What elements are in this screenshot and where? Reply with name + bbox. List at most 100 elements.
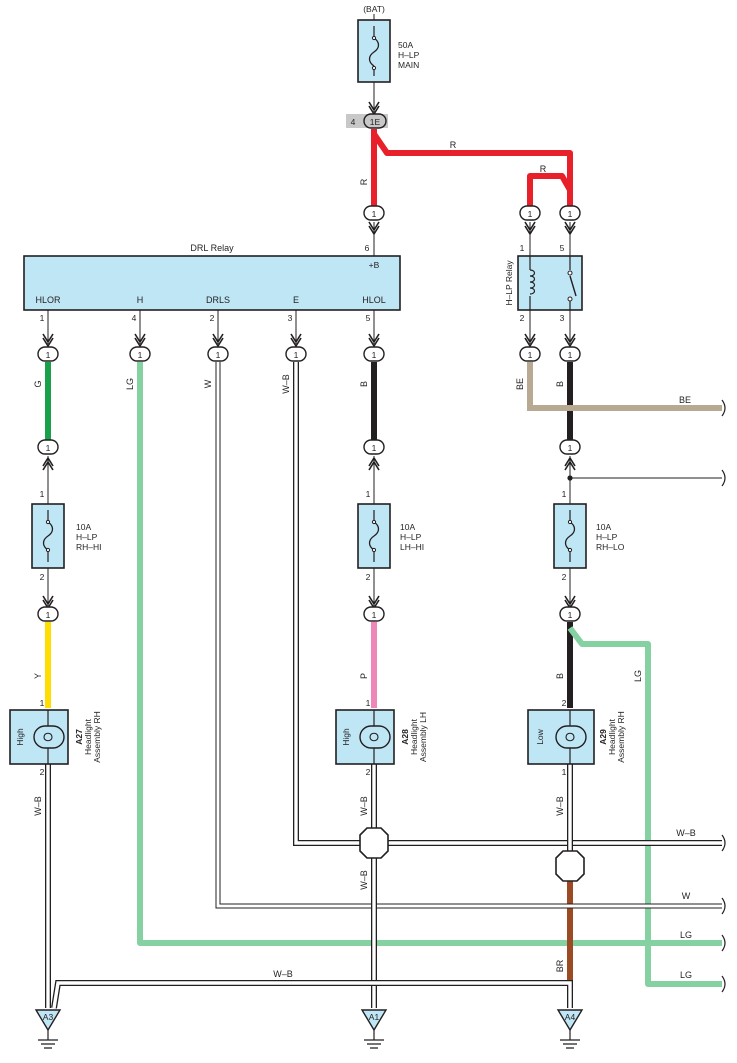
wire-beige: [527, 362, 722, 411]
junction-id: 1E: [370, 117, 381, 127]
headlight-a27-code: A27: [74, 729, 84, 745]
headlight-a29: 2 Low 1 A29 Headlight Assembly RH: [527, 698, 626, 777]
fuse-lh-hi: 1 10A H–LP LH–HI 2: [357, 489, 424, 582]
wire-label-wb-a28: W–B: [359, 796, 369, 816]
svg-text:1: 1: [528, 350, 533, 360]
fuse-rh-hi-rating: 10A: [76, 522, 91, 532]
wire-label-y: Y: [33, 673, 43, 679]
headlight-a27-line2: Assembly RH: [92, 711, 102, 762]
svg-text:1: 1: [372, 443, 377, 453]
drl-pin-1: 1: [40, 313, 45, 323]
svg-text:1: 1: [562, 767, 567, 777]
headlight-a27-mode: High: [15, 728, 25, 746]
drl-terminal-drls: DRLS: [206, 295, 230, 305]
svg-text:1: 1: [568, 350, 573, 360]
fuse-rh-hi-line1: H–LP: [76, 532, 98, 542]
wire-label-lg-left: LG: [125, 378, 135, 390]
svg-text:2: 2: [40, 572, 45, 582]
fuse-rh-hi: 1 10A H–LP RH–HI 2: [31, 489, 102, 582]
fuse-rh-lo-line2: RH–LO: [596, 542, 625, 552]
hlp-relay-pin-tl: 1: [520, 243, 525, 253]
fuse-lh-hi-line1: H–LP: [400, 532, 422, 542]
splice-octagon-lh: [359, 827, 389, 859]
wire-label-wb-bottom: W–B: [273, 969, 293, 979]
headlight-a29-line1: Headlight: [607, 718, 617, 755]
wire-label-r-top: R: [450, 140, 457, 150]
hlp-relay-pin-bl: 2: [520, 313, 525, 323]
wire-label-lg-right-1: LG: [680, 930, 692, 940]
fuse-rh-lo-rating: 10A: [596, 522, 611, 532]
arrow-terminals-600: [42, 595, 576, 610]
drl-relay-supply-pin: 6: [365, 243, 370, 253]
drl-pin-2: 2: [210, 313, 215, 323]
ground-a1: A1: [360, 1009, 388, 1049]
connector-row-344: 1 1 1 1 1 1 1: [37, 346, 581, 362]
hlp-relay-pin-tr: 5: [560, 243, 565, 253]
headlight-a28: 1 High 2 A28 Headlight Assembly LH: [335, 698, 428, 777]
wire-label-g: G: [33, 380, 43, 387]
hlp-relay-pin-br: 3: [560, 313, 565, 323]
fuse-rh-hi-line2: RH–HI: [76, 542, 102, 552]
connector: 1: [363, 205, 385, 236]
hlp-relay-title: H–LP Relay: [504, 260, 514, 306]
svg-text:1: 1: [46, 350, 51, 360]
drl-terminal-h: H: [137, 295, 144, 305]
svg-text:2: 2: [366, 767, 371, 777]
connector-row-606: 1 1 1: [37, 606, 581, 622]
wire-label-b-relay: B: [555, 381, 565, 387]
drl-relay-supply-label: +B: [369, 260, 380, 270]
ground-a4-label: A4: [565, 1012, 576, 1022]
svg-text:1: 1: [568, 610, 573, 620]
wire-label-wb-a29: W–B: [555, 796, 565, 816]
ground-a1-label: A1: [369, 1012, 380, 1022]
headlight-a28-code: A28: [400, 729, 410, 745]
svg-text:1: 1: [40, 489, 45, 499]
fuse-main-line2: MAIN: [398, 60, 419, 70]
wire-label-p: P: [359, 673, 369, 679]
svg-text:2: 2: [366, 572, 371, 582]
wire-label-w: W: [203, 379, 213, 388]
connector: 1: [559, 205, 581, 236]
headlight-a29-line2: Assembly RH: [616, 711, 626, 762]
wire-label-wb-a28-low: W–B: [359, 870, 369, 890]
svg-text:1: 1: [138, 350, 143, 360]
drl-terminal-hlol: HLOL: [362, 295, 386, 305]
drl-pin-5: 5: [366, 313, 371, 323]
wire-label-lg-right-2: LG: [680, 970, 692, 980]
wire-red: [371, 129, 573, 206]
ground-a4: A4: [556, 1009, 584, 1049]
svg-text:1: 1: [366, 698, 371, 708]
headlight-a27: 1 High 2 A27 Headlight Assembly RH: [9, 698, 102, 777]
junction-1e: 4 1E: [346, 113, 388, 129]
drl-pin-4: 4: [132, 313, 137, 323]
wire-lg-right: [567, 626, 722, 987]
svg-text:1: 1: [366, 489, 371, 499]
wire-lg-left: [137, 362, 722, 946]
svg-text:2: 2: [562, 572, 567, 582]
drl-relay: DRL Relay 6 +B HLOR H DRLS E HLOL 1 4 2 …: [23, 243, 401, 323]
svg-text:1: 1: [562, 489, 567, 499]
headlight-a28-line1: Headlight: [409, 718, 419, 755]
connector: 1: [519, 205, 541, 236]
wire-label-lg-right: LG: [633, 670, 643, 682]
svg-text:1: 1: [40, 698, 45, 708]
fuse-main-rating: 50A: [398, 40, 413, 50]
wire-label-r-jump: R: [540, 164, 547, 174]
splice-dot: [567, 475, 573, 481]
fuse-rh-lo: 1 10A H–LP RH–LO 2: [553, 489, 625, 582]
hlp-relay: 1 5 2 3 H–LP Relay: [504, 243, 583, 323]
wire-label-wb-e: W–B: [281, 374, 291, 394]
wire-label-wb-right: W–B: [676, 828, 696, 838]
splice-octagon-rh: [555, 850, 585, 882]
wire-label-b-hlol: B: [359, 381, 369, 387]
svg-text:1: 1: [528, 209, 533, 219]
drl-pin-3: 3: [288, 313, 293, 323]
svg-text:1: 1: [46, 443, 51, 453]
drl-terminal-e: E: [293, 295, 299, 305]
svg-text:2: 2: [40, 767, 45, 777]
svg-text:1: 1: [372, 350, 377, 360]
fuse-lh-hi-rating: 10A: [400, 522, 415, 532]
wire-white: [215, 362, 722, 909]
drl-relay-title: DRL Relay: [190, 243, 234, 253]
wire-label-r-vert: R: [359, 178, 369, 185]
